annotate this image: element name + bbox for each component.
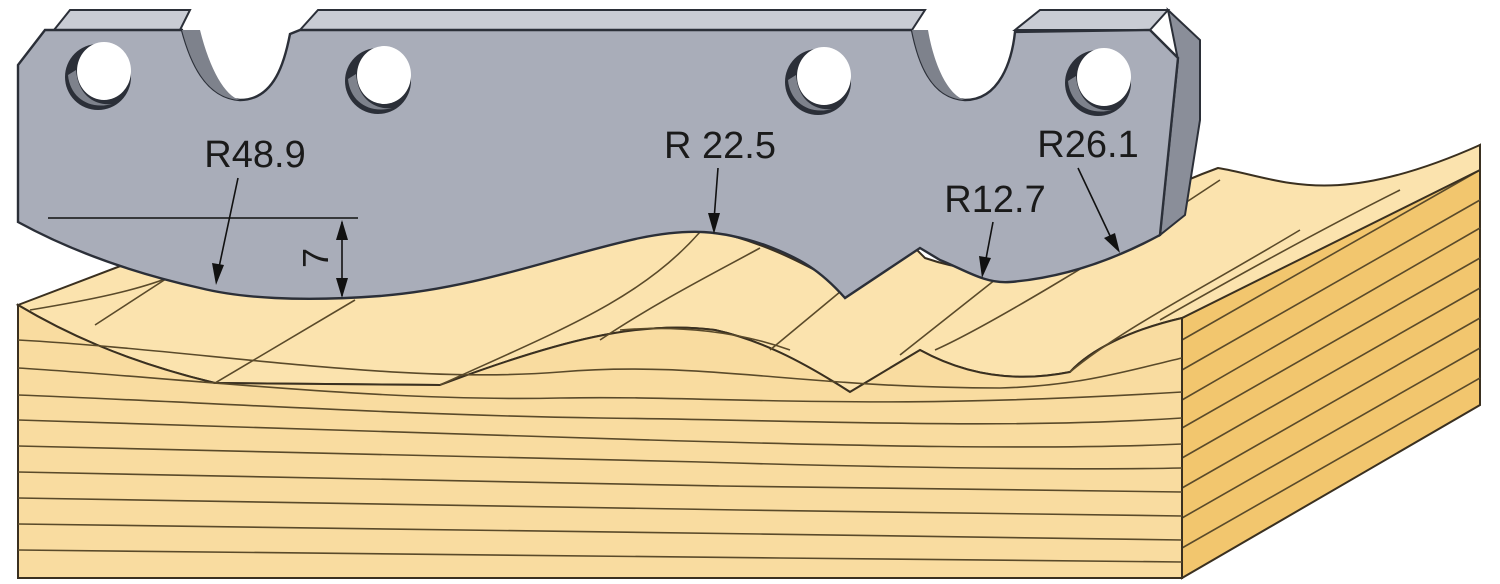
- radius-r26-1: R26.1: [1037, 124, 1139, 253]
- dimension-annotations: 7 R48.9 R 22.5 R12.7 R26.1: [48, 124, 1139, 298]
- hole-1: [65, 42, 131, 110]
- radius-label-r48-9: R48.9: [204, 134, 305, 176]
- radius-r48-9: R48.9: [204, 134, 306, 285]
- radius-r22-5: R 22.5: [664, 125, 776, 234]
- radius-label-r12-7: R12.7: [944, 179, 1045, 221]
- cutter-knife: [16, 7, 1201, 300]
- depth-dimension: 7: [295, 220, 348, 298]
- notch-right-shade: [912, 30, 965, 100]
- notch-left-shade: [182, 30, 240, 100]
- hole-4: [1065, 48, 1131, 116]
- knife-body: [16, 28, 1180, 300]
- radius-label-r26-1: R26.1: [1037, 124, 1138, 166]
- wood-end-grain: [1181, 169, 1481, 549]
- knife-holes: [65, 42, 1131, 116]
- radius-label-r22-5: R 22.5: [664, 125, 776, 167]
- radius-r12-7: R12.7: [944, 179, 1046, 278]
- wood-top-grain: [29, 179, 1401, 386]
- wood-front-face: [17, 303, 1183, 579]
- hole-2: [345, 46, 411, 114]
- depth-label: 7: [295, 248, 336, 268]
- hole-3: [785, 47, 851, 115]
